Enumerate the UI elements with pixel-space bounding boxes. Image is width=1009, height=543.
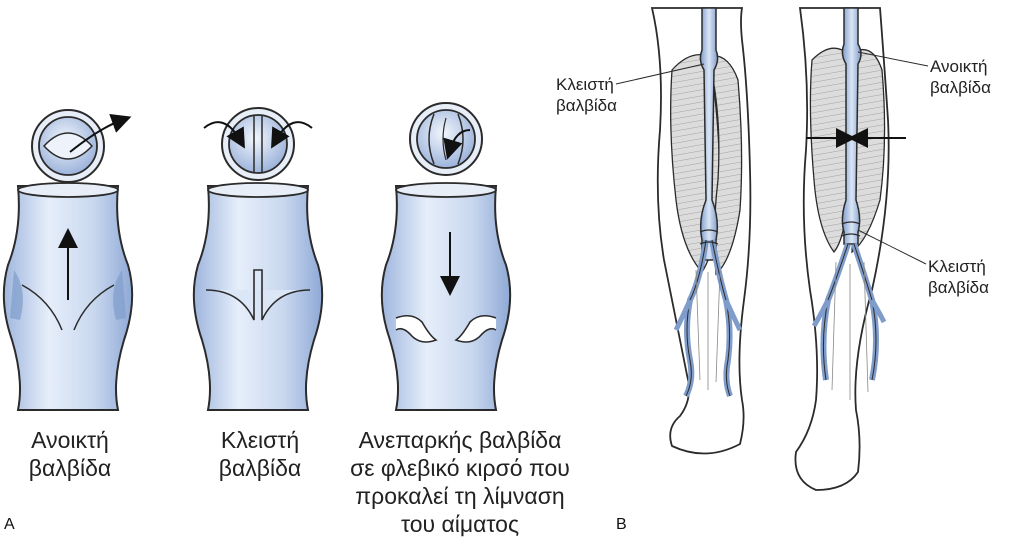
incompetent-valve-caption-line2: σε φλεβικό κιρσό που — [340, 454, 580, 482]
closed-valve-illustration — [194, 108, 322, 410]
open-valve-caption-line2: βαλβίδα — [16, 454, 124, 482]
incompetent-valve-illustration — [382, 103, 510, 410]
open-valve-caption: Ανοικτή βαλβίδα — [16, 426, 124, 482]
left-leg-label-line1: Κλειστή — [556, 74, 616, 95]
open-valve-illustration — [4, 110, 132, 410]
open-valve-disc — [32, 110, 104, 182]
closed-valve-vein-segment — [194, 183, 322, 410]
open-valve-vein-segment — [4, 183, 132, 410]
left-leg-closed-valve-label: Κλειστή βαλβίδα — [556, 74, 616, 116]
right-leg-open-valve-label: Ανοικτή βαλβίδα — [930, 56, 1006, 98]
right-leg-bottom-label-line2: βαλβίδα — [928, 277, 1006, 298]
closed-valve-caption: Κλειστή βαλβίδα — [206, 426, 314, 482]
left-leg-label-line2: βαλβίδα — [556, 95, 616, 116]
incompetent-valve-caption-line4: του αίματος — [340, 510, 580, 538]
incompetent-valve-caption-line3: προκαλεί τη λίμναση — [340, 482, 580, 510]
open-valve-caption-line1: Ανοικτή — [16, 426, 124, 454]
closed-valve-caption-line2: βαλβίδα — [206, 454, 314, 482]
closed-valve-disc — [222, 108, 294, 180]
right-leg-illustration — [795, 8, 928, 490]
incompetent-valve-caption-line1: Ανεπαρκής βαλβίδα — [340, 426, 580, 454]
closed-valve-caption-line1: Κλειστή — [206, 426, 314, 454]
incompetent-valve-caption: Ανεπαρκής βαλβίδα σε φλεβικό κιρσό που π… — [340, 426, 580, 538]
right-leg-closed-valve-label: Κλειστή βαλβίδα — [928, 256, 1006, 298]
left-leg-illustration — [616, 8, 750, 454]
panel-a-letter: A — [4, 516, 15, 534]
right-leg-bottom-label-line1: Κλειστή — [928, 256, 1006, 277]
incompetent-valve-disc — [410, 103, 482, 175]
panel-b-letter: B — [616, 516, 627, 534]
right-leg-top-label-line1: Ανοικτή — [930, 56, 1006, 77]
incompetent-valve-vein-segment — [382, 183, 510, 410]
right-leg-top-label-line2: βαλβίδα — [930, 77, 1006, 98]
